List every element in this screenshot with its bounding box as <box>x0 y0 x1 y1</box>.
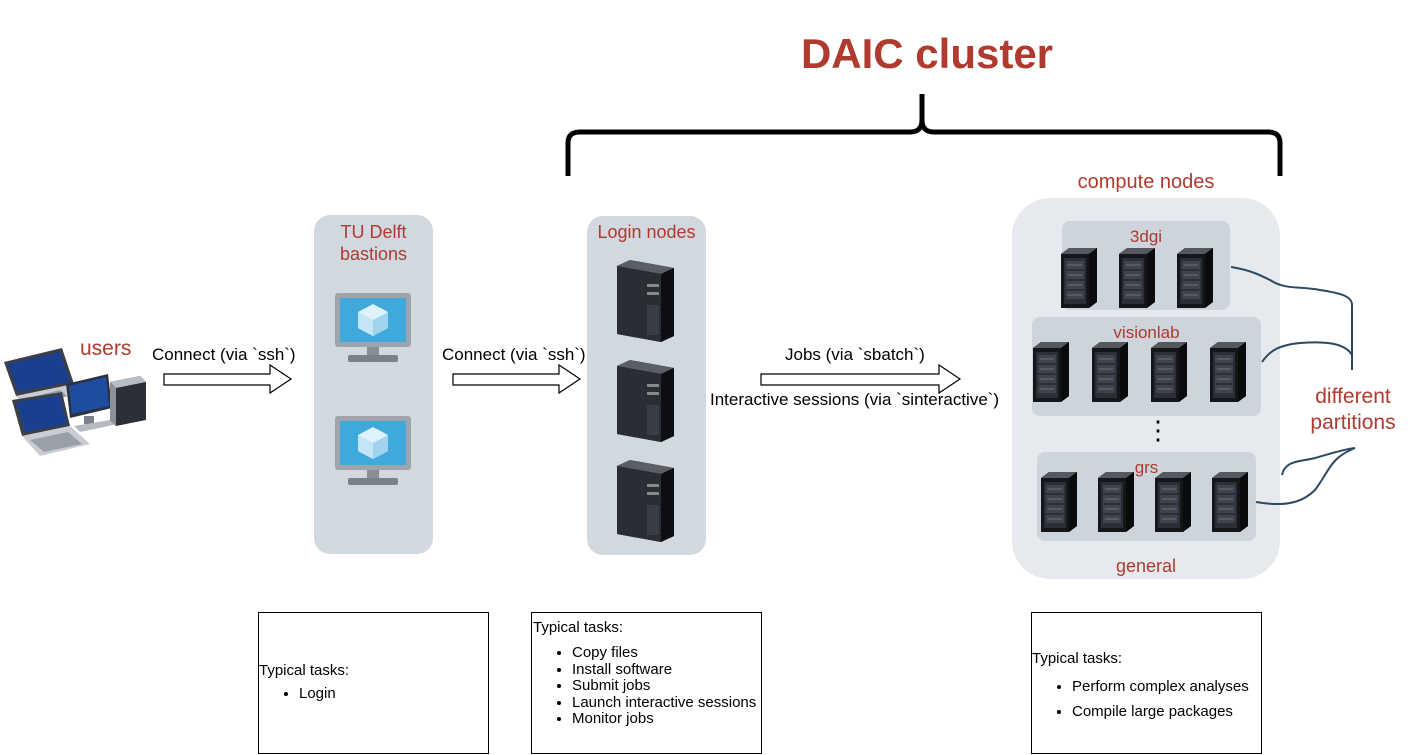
different-partitions-line1: different <box>1315 385 1391 408</box>
tasks-heading-login: Typical tasks: <box>533 619 624 636</box>
tasks-box-compute: Typical tasks: Perform complex analyses … <box>1031 612 1262 754</box>
tasks-box-login: Typical tasks: Copy files Install softwa… <box>531 612 762 754</box>
arrow-label-bastions-to-login: Connect (via `ssh`) <box>442 345 586 364</box>
compute-title: compute nodes <box>1077 171 1215 193</box>
different-partitions-line2: partitions <box>1310 411 1396 434</box>
tasks-heading-compute: Typical tasks: <box>1032 650 1123 667</box>
list-item: Perform complex analyses <box>1072 674 1249 699</box>
partition-label-visionlab: visionlab <box>1113 323 1180 342</box>
list-item: Submit jobs <box>572 677 756 695</box>
list-item: Compile large packages <box>1072 699 1249 724</box>
tasks-list-bastions: Login <box>259 685 336 703</box>
compute-footer-general: general <box>1115 556 1177 576</box>
bastions-title-line2: bastions <box>339 244 408 264</box>
users-icon-group <box>0 322 150 462</box>
list-item: Login <box>299 685 336 703</box>
arrow-label-interactive: Interactive sessions (via `sinteractive`… <box>710 390 1000 409</box>
tasks-list-login: Copy files Install software Submit jobs … <box>532 644 756 728</box>
ellipsis-vertical: ⋮ <box>1145 415 1171 445</box>
partition-label-3dgi: 3dgi <box>1129 227 1163 246</box>
laptop-icon <box>12 392 90 456</box>
bastions-title: TU Delft bastions <box>314 221 433 265</box>
login-panel <box>587 216 706 555</box>
list-item: Copy files <box>572 644 756 662</box>
bastions-title-line1: TU Delft <box>340 222 407 242</box>
tasks-list-compute: Perform complex analyses Compile large p… <box>1032 674 1249 724</box>
users-label: users <box>80 337 132 360</box>
bastions-panel <box>314 215 433 554</box>
list-item: Install software <box>572 661 756 679</box>
diagram-title: DAIC cluster <box>800 30 1054 77</box>
tasks-heading-bastions: Typical tasks: <box>259 662 350 679</box>
login-title: Login nodes <box>597 222 696 242</box>
tasks-box-bastions: Typical tasks: Login <box>258 612 489 754</box>
arrow-label-users-to-bastions: Connect (via `ssh`) <box>152 345 296 364</box>
desktop-computer-icon <box>66 374 146 432</box>
list-item: Launch interactive sessions <box>572 694 756 712</box>
list-item: Monitor jobs <box>572 710 756 728</box>
different-partitions-label: different partitions <box>1300 384 1406 436</box>
arrow-label-jobs: Jobs (via `sbatch`) <box>785 345 925 364</box>
partition-label-grs: grs <box>1134 458 1159 477</box>
